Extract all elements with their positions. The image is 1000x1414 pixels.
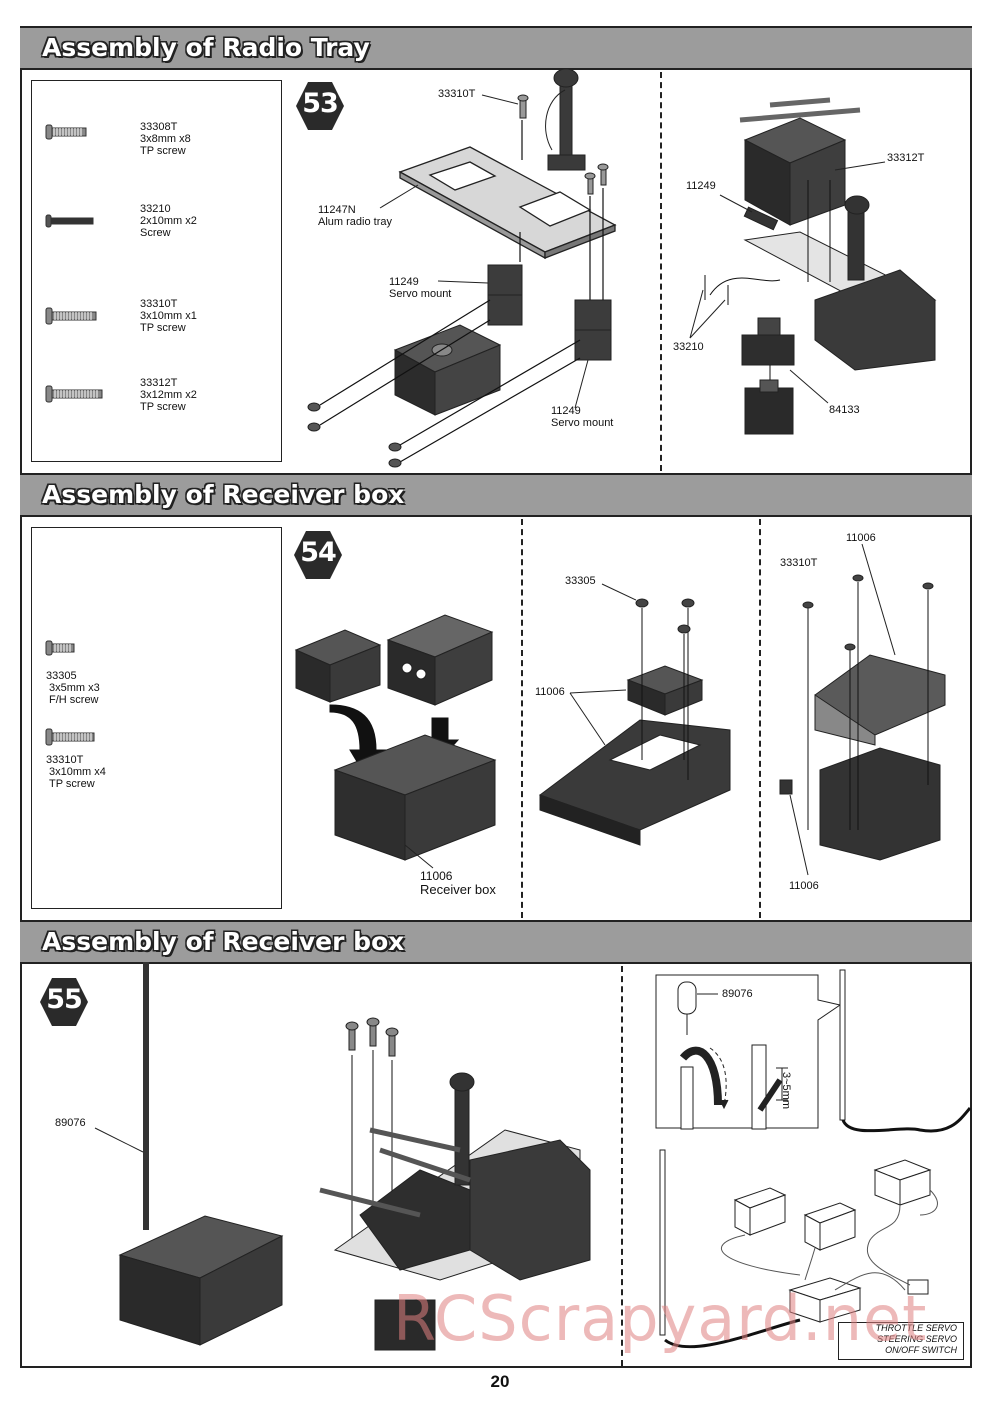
page-number: 20 xyxy=(490,1372,510,1391)
section-title: Assembly of Receiver box xyxy=(42,480,405,509)
screw-icon xyxy=(635,598,695,634)
divider xyxy=(759,519,761,918)
section-header-radio-tray: Assembly of Radio Tray xyxy=(20,26,972,70)
servo-icon xyxy=(803,1202,857,1251)
divider xyxy=(521,519,523,918)
callout-receiver-box: 11006 xyxy=(846,532,876,544)
battery-holder xyxy=(386,614,494,706)
receiver-box xyxy=(118,1215,284,1346)
final-assembly-illustration xyxy=(94,962,972,1351)
screw-icon xyxy=(45,307,97,325)
callout-measure: 3~5mm xyxy=(780,1072,792,1109)
assembly-arrows xyxy=(319,120,604,463)
screw-icon xyxy=(45,640,75,656)
step-badge-54: 54 xyxy=(292,529,344,581)
section-header-receiver-box-1: Assembly of Receiver box xyxy=(20,473,972,517)
receiver-icon xyxy=(788,1277,862,1323)
callout-antenna: 89076 xyxy=(722,988,753,1000)
screw-icon xyxy=(45,214,94,228)
antenna-tube xyxy=(839,969,846,1121)
assembly-arrows xyxy=(704,180,831,380)
legend-throttle: THROTTLE SERVO xyxy=(875,1323,957,1333)
callout-screw: 33310T xyxy=(780,557,818,569)
callout-receiver-box: 11006 xyxy=(535,686,565,698)
leader-line xyxy=(94,1127,144,1153)
battery-holder-icon xyxy=(873,1159,932,1206)
alum-radio-tray xyxy=(398,146,617,260)
screw-icons xyxy=(45,640,95,746)
leader-line xyxy=(404,844,434,869)
wiring-legend: THROTTLE SERVO STEERING SERVO ON/OFF SWI… xyxy=(838,1322,964,1360)
wires xyxy=(721,1189,938,1291)
screw-icon xyxy=(517,94,609,195)
screw-icon xyxy=(45,385,103,403)
antenna-detail xyxy=(677,981,788,1130)
callout-screw: 33305 xyxy=(565,575,596,587)
screw-icon xyxy=(345,1017,399,1057)
step-badge-53: 53 xyxy=(294,80,346,132)
servo xyxy=(393,324,502,416)
legend-switch: ON/OFF SWITCH xyxy=(885,1345,957,1355)
screw-icons xyxy=(45,124,103,403)
leader-lines xyxy=(689,161,886,404)
radio-tray-illustration xyxy=(307,68,937,468)
antenna-wire xyxy=(664,1318,801,1349)
legend-steering: STEERING SERVO xyxy=(877,1334,957,1344)
wire xyxy=(545,89,566,151)
callout-switch: 84133 xyxy=(829,404,860,416)
callout-screw: 33210 xyxy=(673,341,704,353)
callout-antenna: 89076 xyxy=(55,1117,86,1129)
screw-icon xyxy=(45,728,95,746)
screw-icon xyxy=(45,124,87,140)
leader-lines xyxy=(789,543,896,876)
step-badge-55: 55 xyxy=(38,976,90,1028)
receiver-box-cover xyxy=(814,654,946,746)
receiver-box xyxy=(333,734,497,861)
receiver xyxy=(294,629,382,703)
callout-receiver-box: 11006 xyxy=(789,880,819,892)
antenna-wire xyxy=(841,1107,972,1133)
callout-screw: 33312T xyxy=(887,152,925,164)
section-title: Assembly of Receiver box xyxy=(42,927,405,956)
switch-icon xyxy=(907,1279,929,1295)
screw-icon xyxy=(307,402,402,468)
servo-icon xyxy=(733,1187,787,1236)
assembly-arrows xyxy=(641,608,689,780)
receiver-box-illustration xyxy=(294,543,946,876)
callout-servo-mount: 11249 xyxy=(686,180,716,192)
leader-lines xyxy=(379,94,589,409)
servo-assembly xyxy=(739,97,937,435)
servo-mount xyxy=(487,264,612,361)
assembly-arrows xyxy=(807,582,929,830)
screw-icon xyxy=(802,574,934,651)
divider xyxy=(660,72,662,471)
section-title: Assembly of Radio Tray xyxy=(42,33,370,62)
antenna-tube xyxy=(659,1149,666,1336)
callout-screw: 33310T xyxy=(438,88,476,100)
antenna-post xyxy=(547,68,586,171)
leader-lines xyxy=(569,583,637,746)
radio-tray-assembly xyxy=(319,1072,591,1351)
watermark: RCScrapyard.net xyxy=(393,1282,928,1355)
section-header-receiver-box-2: Assembly of Receiver box xyxy=(20,920,972,964)
divider xyxy=(621,966,623,1366)
receiver-box-tray xyxy=(538,719,731,846)
antenna-tube xyxy=(143,962,149,1230)
